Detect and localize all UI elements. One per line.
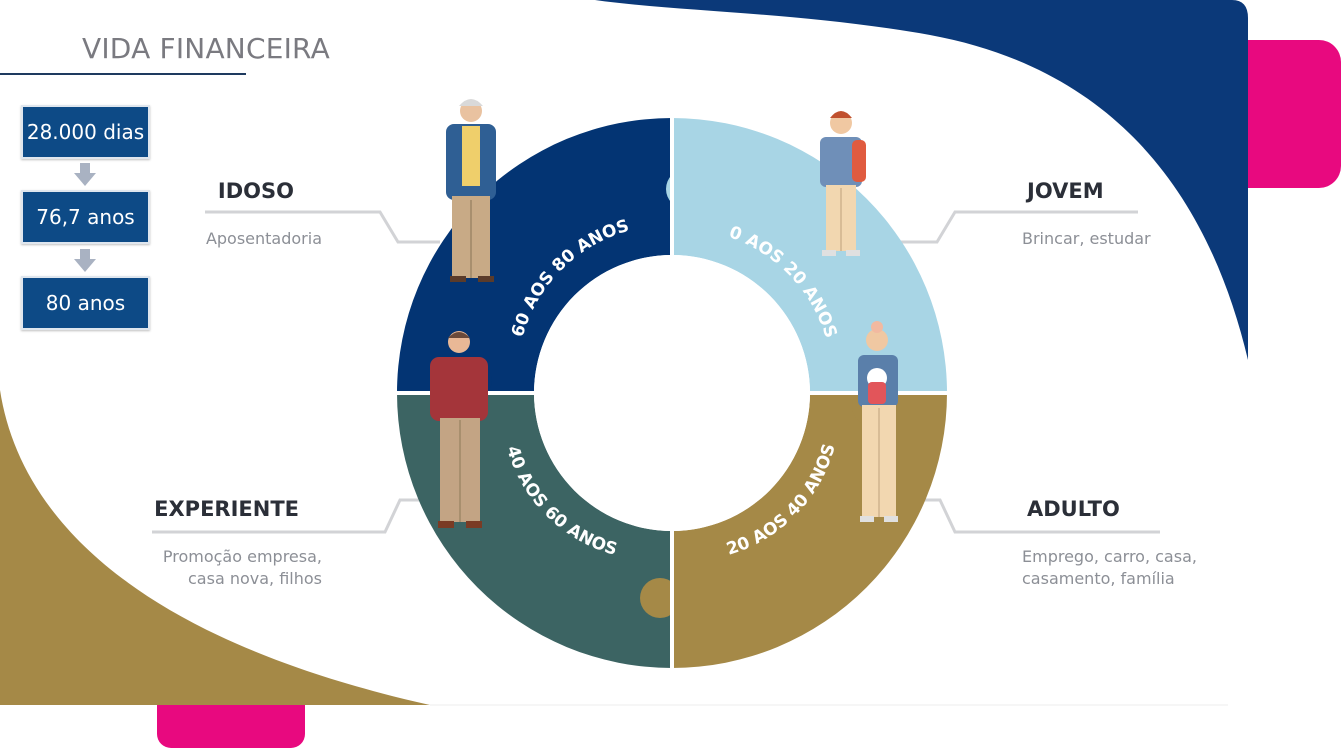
- stat-years-avg: 76,7 anos: [21, 190, 150, 244]
- desc-line: casamento, família: [1022, 569, 1175, 588]
- stage-desc-jovem: Brincar, estudar: [1022, 228, 1282, 250]
- gold-swoosh: [0, 390, 430, 705]
- stat-years: 80 anos: [21, 276, 150, 330]
- desc-line: Emprego, carro, casa,: [1022, 547, 1197, 566]
- desc-line: Brincar, estudar: [1022, 229, 1151, 248]
- desc-line: Promoção empresa,: [162, 547, 322, 566]
- stage-title-idoso: IDOSO: [217, 179, 294, 203]
- arrow-down-icon: [74, 249, 96, 272]
- desc-line: casa nova, filhos: [188, 569, 322, 588]
- stat-days: 28.000 dias: [21, 105, 150, 159]
- experienced-person-icon: [430, 331, 488, 528]
- desc-line: Aposentadoria: [205, 229, 322, 248]
- puzzle-knob: [666, 169, 706, 209]
- adult-with-baby-icon: [858, 321, 898, 522]
- quadrant-idoso: [397, 118, 672, 393]
- title-underline: [0, 73, 246, 75]
- stage-title-jovem: JOVEM: [1027, 179, 1104, 203]
- magenta-accent-right: [1220, 40, 1341, 188]
- stage-desc-adulto: Emprego, carro, casa, casamento, família: [1022, 546, 1282, 590]
- young-person-icon: [820, 111, 866, 256]
- stage-title-adulto: ADULTO: [1027, 497, 1120, 521]
- stage-desc-experiente: Promoção empresa, casa nova, filhos: [80, 546, 322, 590]
- navy-swoosh: [595, 0, 1248, 360]
- stage-desc-idoso: Aposentadoria: [120, 228, 322, 250]
- arrow-down-icon: [74, 163, 96, 186]
- ring-center: [534, 255, 810, 531]
- elderly-person-icon: [446, 99, 496, 282]
- stage-title-experiente: EXPERIENTE: [154, 497, 299, 521]
- page-title: VIDA FINANCEIRA: [82, 32, 330, 65]
